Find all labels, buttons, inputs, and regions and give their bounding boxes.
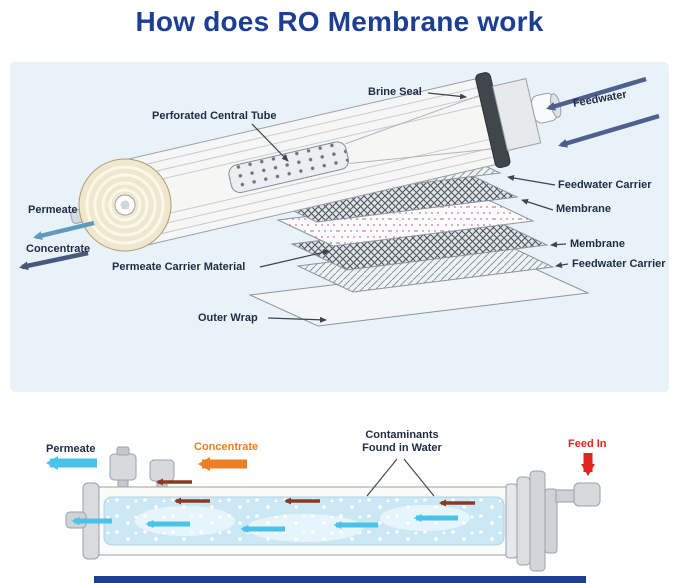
module-right-cap (529, 470, 546, 572)
contaminants-pointer-right (403, 458, 435, 497)
permeate-arrow-top (33, 220, 95, 240)
permeate-flow-arrows (71, 514, 458, 533)
feedwater-arrow-1 (546, 76, 647, 111)
label-membrane-1: Membrane (556, 203, 612, 215)
label-permeate-bottom: Permeate (46, 443, 96, 455)
feed-fitting (573, 482, 601, 507)
label-contaminants-line2: Found in Water (362, 442, 442, 455)
page-title: How does RO Membrane work (135, 6, 544, 37)
bottom-bar (94, 576, 586, 583)
label-contaminants-line1: Contaminants (365, 429, 439, 441)
feedwater-arrow-2 (558, 113, 660, 148)
label-feedwater-carrier-2: Feedwater Carrier (572, 258, 666, 270)
label-feed-in: Feed In (568, 438, 607, 450)
label-contaminants: Contaminants Found in Water (338, 429, 466, 455)
label-permeate-carrier-material: Permeate Carrier Material (112, 261, 246, 273)
perforated-central-tube (228, 141, 350, 194)
bottom-diagram-art (46, 446, 601, 583)
concentrate-flow-arrows (156, 478, 475, 507)
leader-lines (251, 92, 569, 323)
label-membrane-2: Membrane (570, 238, 626, 250)
permeate-fitting (109, 453, 137, 481)
label-permeate-top: Permeate (28, 204, 78, 216)
concentrate-arrow-top (19, 250, 89, 271)
label-perforated-central-tube: Perforated Central Tube (152, 110, 277, 122)
contaminant-specks (104, 497, 504, 545)
label-feedwater-carrier-1: Feedwater Carrier (558, 179, 652, 191)
label-outer-wrap: Outer Wrap (198, 312, 258, 324)
label-concentrate-bottom: Concentrate (194, 441, 259, 453)
membrane-cylinder (70, 72, 562, 252)
top-flow-arrows (19, 76, 660, 271)
concentrate-fitting (149, 459, 175, 482)
label-brine-seal: Brine Seal (368, 86, 422, 98)
label-concentrate-top: Concentrate (26, 243, 91, 255)
contaminants-pointer-left (366, 458, 398, 497)
